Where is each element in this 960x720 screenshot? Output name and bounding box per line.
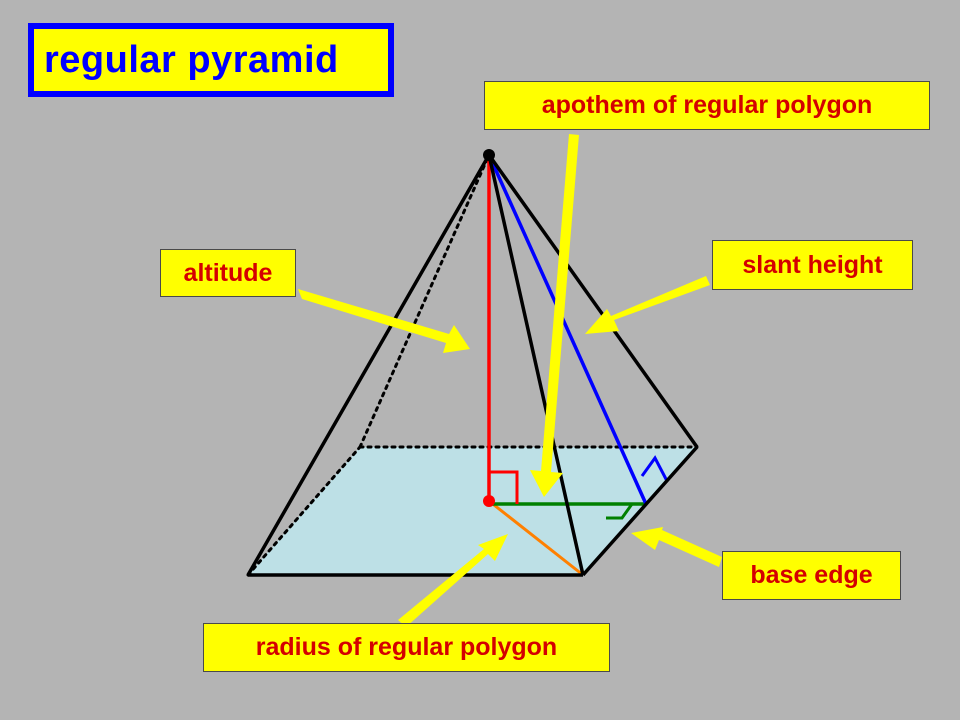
- left-lateral-edge: [246, 154, 491, 576]
- apothem-right-angle-mark: [606, 503, 634, 520]
- slant-height-segment: [487, 154, 648, 505]
- radius-segment: [488, 499, 584, 577]
- slant-height-label: slant height: [712, 240, 913, 290]
- pointer-arrows: [298, 134, 722, 627]
- altitude-label: altitude: [160, 249, 296, 297]
- altitude-right-angle-mark: [489, 470, 519, 504]
- apothem-arrow: [530, 134, 579, 497]
- slant-height-arrow: [585, 276, 710, 334]
- right-base-edge: [581, 445, 699, 577]
- hidden-lateral-edge: [358, 153, 491, 449]
- apex-point: [483, 149, 495, 161]
- radius-arrow: [398, 534, 508, 627]
- title-box: regular pyramid: [28, 23, 394, 97]
- slant-height-right-angle-mark: [640, 455, 669, 482]
- base-center-point: [483, 495, 495, 507]
- apothem-label: apothem of regular polygon: [484, 81, 930, 130]
- hidden-left-base-edge: [246, 445, 362, 577]
- front-lateral-edge: [487, 154, 585, 576]
- radius-label: radius of regular polygon: [203, 623, 610, 672]
- base-edge-arrow: [631, 527, 722, 567]
- right-lateral-edge: [487, 153, 699, 449]
- altitude-arrow: [298, 289, 470, 353]
- pyramid-base: [248, 447, 697, 575]
- base-edge-label: base edge: [722, 551, 901, 600]
- page-title: regular pyramid: [44, 38, 339, 81]
